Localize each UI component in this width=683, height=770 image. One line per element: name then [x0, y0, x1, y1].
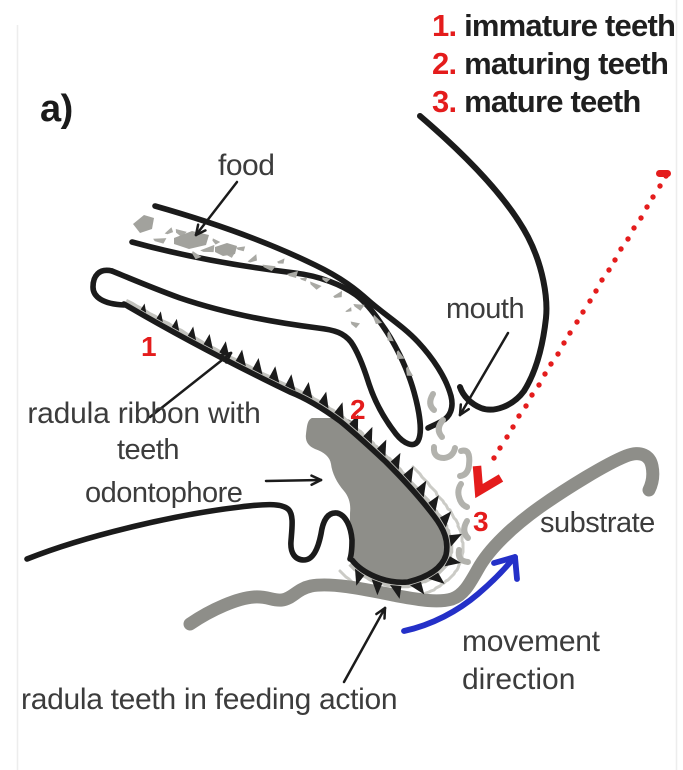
svg-text:3: 3 [473, 506, 488, 537]
svg-text:direction: direction [462, 663, 575, 696]
svg-text:radula ribbon with: radula ribbon with [27, 397, 260, 430]
svg-text:food: food [218, 149, 274, 182]
svg-text:3. mature teeth: 3. mature teeth [432, 84, 641, 119]
svg-text:mouth: mouth [446, 293, 524, 325]
svg-text:2. maturing teeth: 2. maturing teeth [432, 46, 668, 81]
svg-text:teeth: teeth [117, 434, 179, 466]
svg-text:substrate: substrate [540, 507, 655, 539]
svg-text:1. immature teeth: 1. immature teeth [432, 8, 675, 43]
svg-text:odontophore: odontophore [85, 477, 242, 509]
svg-text:2: 2 [350, 394, 365, 425]
svg-text:radula teeth in feeding action: radula teeth in feeding action [21, 683, 397, 716]
svg-text:a): a) [40, 88, 73, 130]
svg-text:movement: movement [462, 625, 601, 658]
svg-text:1: 1 [141, 331, 156, 362]
